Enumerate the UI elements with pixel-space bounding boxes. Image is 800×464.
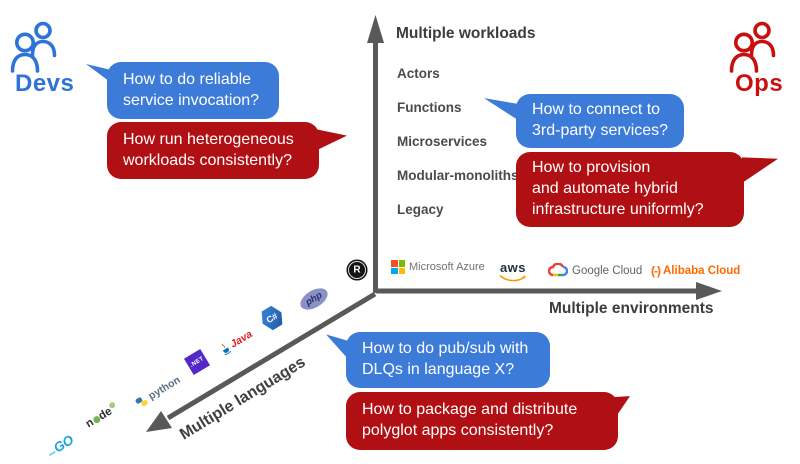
java-logo: Java [217, 327, 255, 356]
devs-label: Devs [15, 70, 75, 97]
bubble-ops-red: How to provision and automate hybrid inf… [516, 152, 744, 227]
google-cloud-icon [548, 263, 568, 277]
java-cup-icon [221, 343, 232, 356]
go-gopher-dash-icon [48, 450, 56, 456]
environments-axis-title: Multiple environments [549, 300, 714, 317]
workload-item-modular-monoliths: Modular-monoliths [397, 168, 519, 183]
aws-label: aws [499, 260, 527, 275]
bubble-lang-red: How to package and distribute polyglot a… [346, 392, 618, 450]
google-cloud-label: Google Cloud [572, 264, 643, 277]
workloads-axis-title: Multiple workloads [396, 25, 536, 42]
alibaba-cloud-label: Alibaba Cloud [663, 265, 741, 277]
dotnet-label: .NET [189, 355, 205, 369]
workload-item-microservices: Microservices [397, 134, 488, 149]
alibaba-brackets-icon: (-) [651, 264, 661, 278]
microsoft-azure-label: Microsoft Azure [409, 261, 485, 273]
csharp-label: C# [264, 310, 280, 326]
aws-logo: aws [499, 261, 527, 283]
bubble-devs-red: How run heterogeneous workloads consiste… [107, 122, 319, 179]
python-logo: python [133, 374, 183, 410]
ops-people-icon [729, 21, 776, 73]
alibaba-cloud-logo: (-) Alibaba Cloud [651, 264, 740, 278]
rust-label: R [353, 264, 361, 276]
workload-item-legacy: Legacy [397, 202, 444, 217]
rust-logo: R [346, 259, 368, 281]
microsoft-logo-icon [391, 260, 405, 274]
google-cloud-logo: Google Cloud [548, 263, 642, 278]
python-icon [135, 397, 148, 407]
ops-label: Ops [735, 70, 784, 97]
workload-item-functions: Functions [397, 100, 462, 115]
workload-item-actors: Actors [397, 66, 440, 81]
devs-people-icon [10, 21, 57, 73]
bubble-devs-blue: How to do reliable service invocation? [107, 62, 279, 119]
microsoft-azure-logo: Microsoft Azure [391, 260, 485, 274]
aws-smile-icon [499, 275, 526, 282]
bubble-lang-blue: How to do pub/sub with DLQs in language … [346, 332, 550, 388]
bubble-ops-blue: How to connect to 3rd-party services? [516, 94, 684, 148]
